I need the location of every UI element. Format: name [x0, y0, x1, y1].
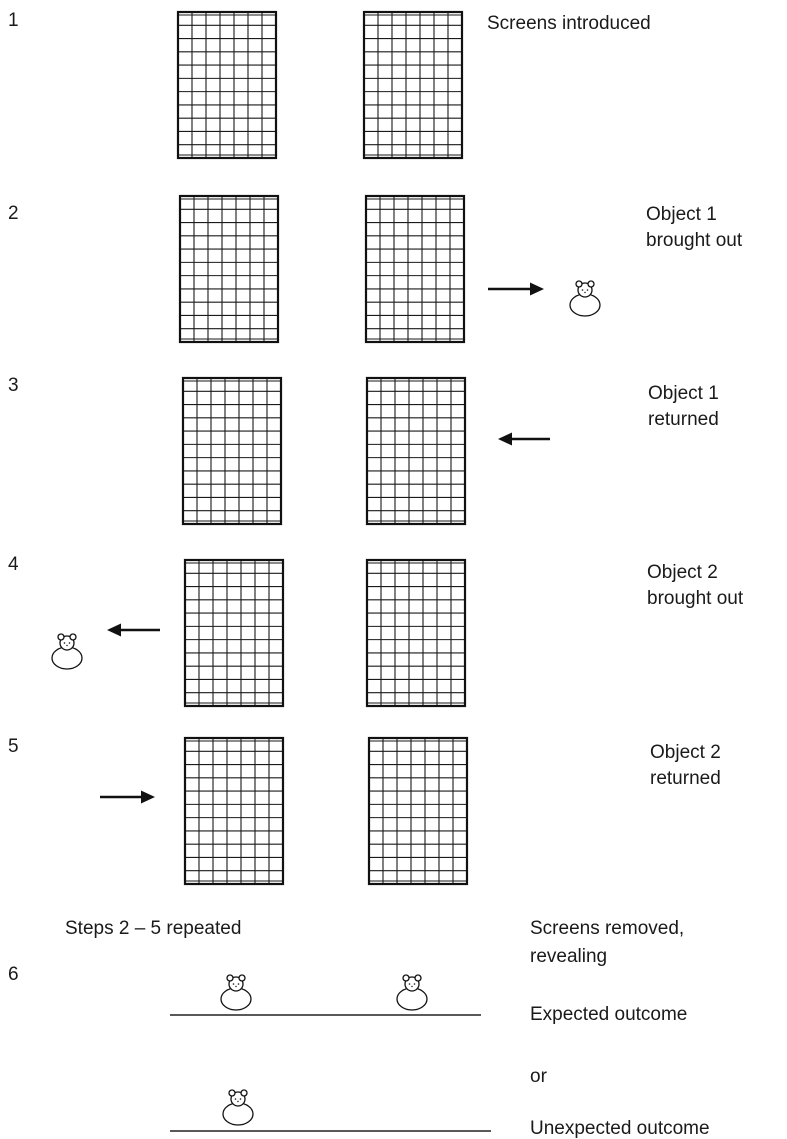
step-3-right-screen	[365, 376, 467, 526]
object-1-teddy-icon	[569, 280, 601, 317]
step-1-left-screen	[176, 10, 278, 160]
expected-left-teddy-icon	[220, 974, 252, 1011]
expected-right-teddy-icon	[396, 974, 428, 1011]
step-3-label-line-1: Object 1	[648, 383, 719, 404]
expected-outcome-label: Expected outcome	[530, 1004, 687, 1025]
step-2-number: 2	[8, 203, 19, 224]
step-2-label-line-2: brought out	[646, 230, 743, 251]
step-5-right-screen	[367, 736, 469, 886]
step-3-arrow-left	[498, 432, 550, 446]
step-1-number: 1	[8, 10, 19, 31]
step-1-label: Screens introduced	[487, 13, 651, 34]
step-5-number: 5	[8, 736, 19, 757]
step-5-arrow-right	[100, 790, 155, 804]
object-2-teddy-icon	[51, 633, 83, 670]
or-label: or	[530, 1066, 548, 1087]
step-1-right-screen	[362, 10, 464, 160]
step-6-number: 6	[8, 964, 19, 985]
step-5-label-line-2: returned	[650, 768, 721, 789]
step-4-label-line-1: Object 2	[647, 562, 718, 583]
step-2-arrow-right	[488, 282, 544, 296]
step-2-left-screen	[178, 194, 280, 344]
unexpected-outcome-label: Unexpected outcome	[530, 1118, 710, 1139]
step-3-label-line-2: returned	[648, 409, 719, 430]
unexpected-teddy-icon	[222, 1089, 254, 1126]
step-3-left-screen	[181, 376, 283, 526]
step-4-number: 4	[8, 554, 19, 575]
step-4-label-line-2: brought out	[647, 588, 744, 609]
step-5-left-screen	[183, 736, 285, 886]
step-2-label-line-1: Object 1	[646, 204, 717, 225]
step-6-label-line-1: Screens removed,	[530, 918, 684, 939]
step-4-right-screen	[365, 558, 467, 708]
step-3-number: 3	[8, 375, 19, 396]
step-6-label-line-2: revealing	[530, 946, 607, 967]
step-4-arrow-left	[107, 623, 160, 637]
step-2-right-screen	[364, 194, 466, 344]
step-5-label-line-1: Object 2	[650, 742, 721, 763]
repeat-note: Steps 2 – 5 repeated	[65, 918, 241, 939]
step-4-left-screen	[183, 558, 285, 708]
